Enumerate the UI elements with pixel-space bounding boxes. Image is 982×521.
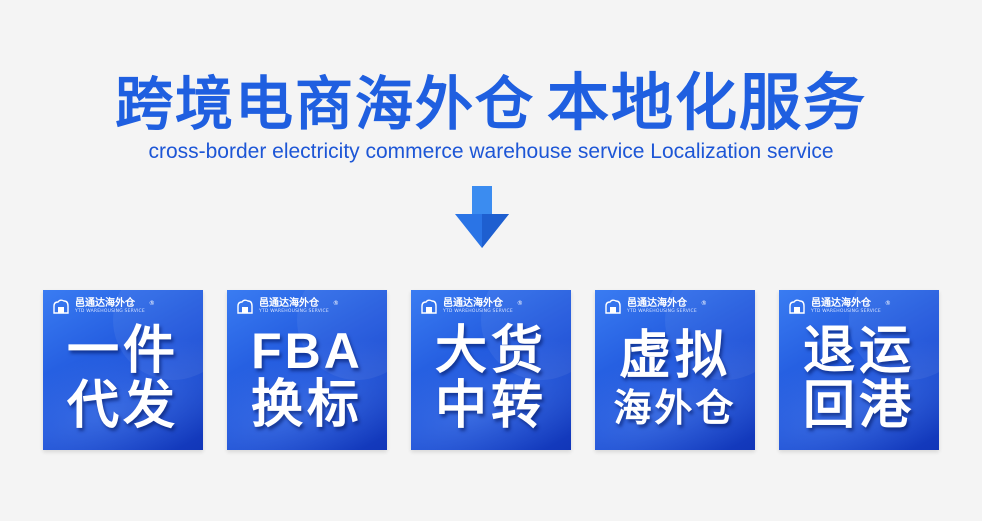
card-line-1: FBA: [251, 323, 363, 380]
brand-name: 邑通达海外仓: [75, 298, 135, 310]
card-line-1: 一件: [66, 321, 179, 382]
warehouse-logo-icon: [53, 299, 69, 314]
card-line-2: 回港: [802, 376, 915, 436]
card-line-2: 中转: [434, 376, 547, 436]
service-card-fba-relabel[interactable]: 邑通达海外仓 YTD WAREHOUSING SERVICE ® FBA 换标: [227, 290, 387, 450]
brand-logo: 邑通达海外仓 YTD WAREHOUSING SERVICE ®: [235, 296, 339, 318]
warehouse-logo-icon: [237, 299, 253, 314]
page-title: 跨境电商海外仓本地化服务: [0, 52, 982, 142]
card-line-2: 换标: [250, 374, 363, 435]
brand-logo: 邑通达海外仓 YTD WAREHOUSING SERVICE ®: [51, 296, 155, 318]
brand-subtitle: YTD WAREHOUSING SERVICE: [259, 309, 329, 315]
title-main: 跨境电商海外仓: [114, 70, 535, 138]
brand-name: 邑通达海外仓: [259, 298, 319, 310]
brand-logo: 邑通达海外仓 YTD WAREHOUSING SERVICE ®: [603, 296, 707, 318]
title-highlight: 本地化服务: [547, 66, 868, 139]
service-card-dropshipping[interactable]: 邑通达海外仓 YTD WAREHOUSING SERVICE ® 一件 代发: [43, 290, 203, 450]
brand-name: 邑通达海外仓: [627, 298, 687, 310]
service-card-virtual-warehouse[interactable]: 邑通达海外仓 YTD WAREHOUSING SERVICE ® 虚拟 海外仓: [595, 290, 755, 450]
brand-subtitle: YTD WAREHOUSING SERVICE: [443, 309, 513, 315]
card-line-1: 退运: [802, 321, 915, 382]
brand-logo: 邑通达海外仓 YTD WAREHOUSING SERVICE ®: [787, 296, 891, 318]
brand-name: 邑通达海外仓: [443, 298, 503, 310]
brand-logo: 邑通达海外仓 YTD WAREHOUSING SERVICE ®: [419, 296, 523, 318]
brand-name: 邑通达海外仓: [811, 298, 871, 310]
card-line-2: 代发: [66, 376, 179, 436]
brand-subtitle: YTD WAREHOUSING SERVICE: [75, 309, 145, 315]
arrow-down-icon: [455, 186, 509, 248]
card-line-1: 大货: [434, 321, 547, 382]
page-subtitle: cross-border electricity commerce wareho…: [148, 140, 834, 163]
brand-subtitle: YTD WAREHOUSING SERVICE: [627, 309, 697, 315]
service-card-bulk-transit[interactable]: 邑通达海外仓 YTD WAREHOUSING SERVICE ® 大货 中转: [411, 290, 571, 450]
warehouse-logo-icon: [789, 299, 805, 314]
card-line-1: 虚拟: [618, 325, 731, 386]
card-line-2: 海外仓: [613, 386, 737, 431]
brand-subtitle: YTD WAREHOUSING SERVICE: [811, 309, 881, 315]
warehouse-logo-icon: [605, 299, 621, 314]
warehouse-logo-icon: [421, 299, 437, 314]
service-card-return-hk[interactable]: 邑通达海外仓 YTD WAREHOUSING SERVICE ® 退运 回港: [779, 290, 939, 450]
